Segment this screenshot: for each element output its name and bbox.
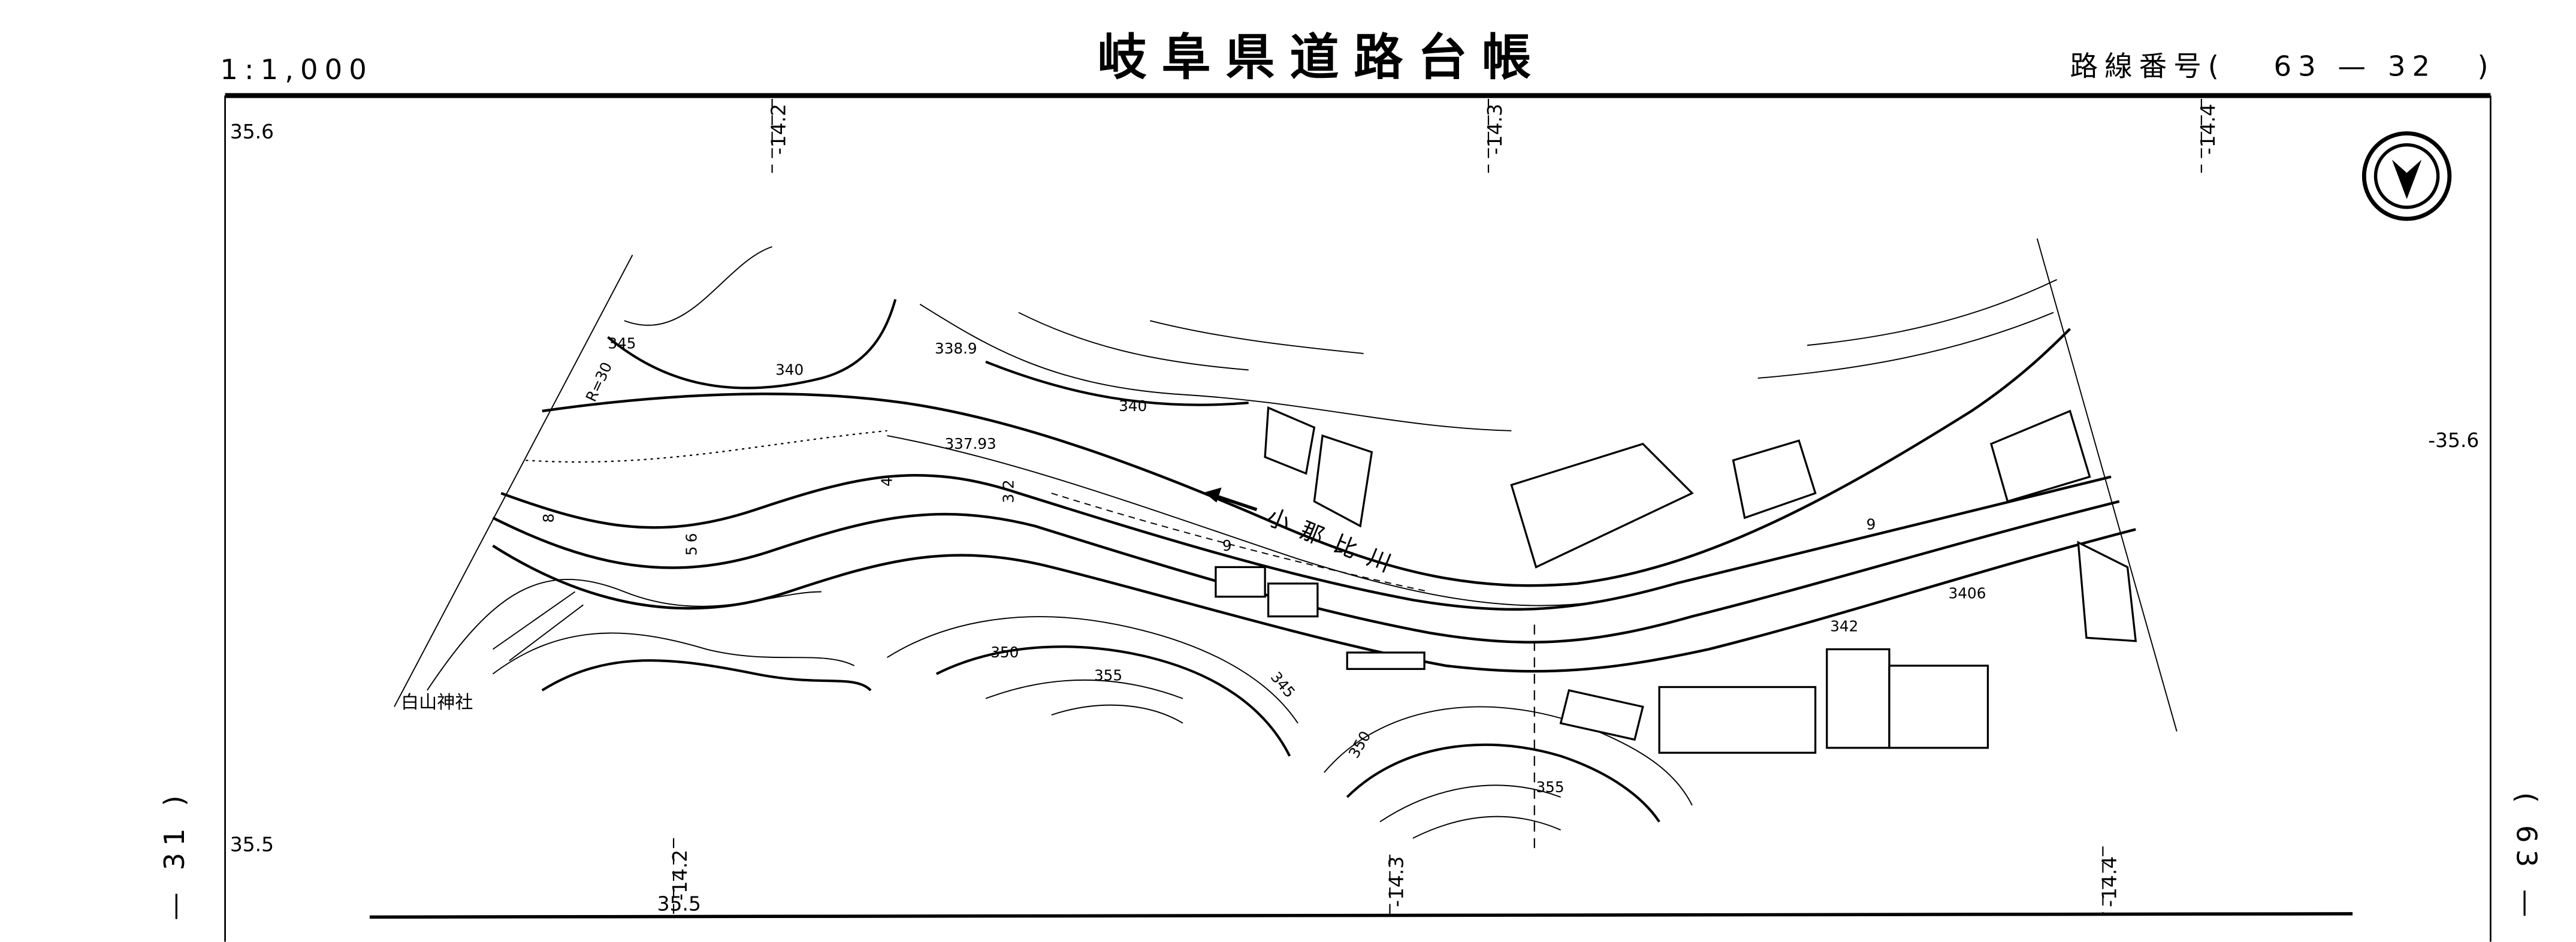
elevation-label: 3406 <box>1949 584 1986 602</box>
grid-label-bottom-3: -14.4 <box>2097 856 2121 907</box>
flow-direction-arrow-icon <box>1204 487 1258 512</box>
contour-label: 355 <box>1536 778 1564 796</box>
road-width-label: 4 <box>878 477 896 487</box>
elevation-label: 338.9 <box>935 340 977 357</box>
grid-label-top-left: 35.6 <box>230 120 274 143</box>
scale-label: 1:1,000 <box>220 53 373 86</box>
route-number-label: 路線番号( <box>2070 50 2225 83</box>
curve-radius-label: R=30 <box>582 360 616 404</box>
survey-area-boundary <box>394 238 2178 732</box>
road-width-label: 6 <box>682 533 700 543</box>
grid-label-bottom-1: -14.2 <box>668 850 691 901</box>
shrine-path <box>492 591 584 662</box>
grid-ticks <box>673 99 2202 917</box>
grid-label-bottom-1b: 35.5 <box>657 892 701 915</box>
contour-lines <box>427 246 2058 839</box>
river <box>887 435 1611 606</box>
buildings <box>1215 406 2137 754</box>
grid-label-bottom-2: -14.3 <box>1384 856 1408 907</box>
contour-label: 345 <box>608 335 636 352</box>
contour-label: 350 <box>990 644 1019 661</box>
route-number: 63 — 32 <box>2274 50 2437 83</box>
grid-label-right: -35.6 <box>2428 428 2479 452</box>
contour-label: 345 <box>1267 668 1298 701</box>
road-width-label: 8 <box>540 514 557 523</box>
shrine-label: 白山神社 <box>401 692 473 713</box>
contour-label: 340 <box>775 361 804 379</box>
road-width-label: 9 <box>1867 515 1876 533</box>
elevation-label: 342 <box>1830 617 1858 635</box>
north-arrow-icon <box>2361 131 2452 221</box>
contour-label: 350 <box>1345 728 1375 761</box>
adjacent-sheet-right: ( 63 — <box>2510 792 2542 923</box>
grid-label-top-3: -14.4 <box>2196 104 2219 155</box>
elevation-label: 337.93 <box>944 435 996 452</box>
road-width-label: 9 <box>1222 537 1232 554</box>
grid-label-left-bottom: 35.5 <box>230 833 274 856</box>
grid-label-top-1: -14.2 <box>767 104 790 155</box>
adjacent-sheet-left: — 31 ) <box>158 789 191 920</box>
road-width-label: 5 <box>682 547 700 556</box>
grid-label-top-2: -14.3 <box>1483 104 1506 155</box>
sheet-frame <box>224 93 2492 942</box>
contour-label: 340 <box>1119 397 1147 415</box>
route-number-close: ) <box>2477 50 2495 83</box>
sheet-title: 岐阜県道路台帳 <box>1097 29 1545 86</box>
road-width-label: 3.2 <box>1000 479 1017 503</box>
contour-label: 355 <box>1094 667 1122 684</box>
